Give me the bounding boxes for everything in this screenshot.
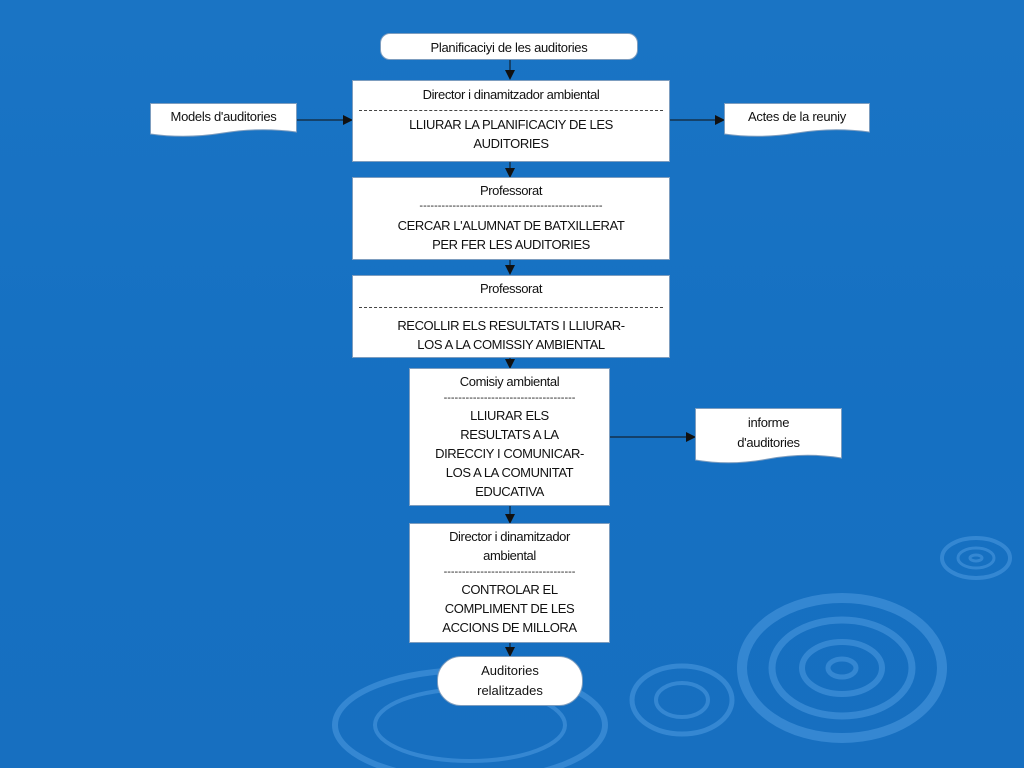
- document-label: Models d'auditories: [170, 109, 277, 124]
- step-action: CONTROLAR EL COMPLIMENT DE LES ACCIONS D…: [442, 582, 577, 635]
- step-box-2: Professorat ----------------------------…: [352, 177, 670, 260]
- step-action: LLIURAR ELS RESULTATS A LA DIRECCIY I CO…: [435, 408, 584, 499]
- step-divider: ----------------------------------------…: [419, 201, 603, 212]
- start-label: Planificaciyi de les auditories: [430, 40, 588, 55]
- step-divider: ------------------------------------: [443, 567, 576, 578]
- step-role: Comisiy ambiental: [459, 374, 560, 389]
- end-node: Auditories relalitzades: [437, 656, 583, 706]
- start-node: Planificaciyi de les auditories: [380, 33, 638, 60]
- step-divider: ------------------------------------: [443, 393, 576, 404]
- document-shape: [695, 408, 842, 464]
- step-action: CERCAR L'ALUMNAT DE BATXILLERAT PER FER …: [397, 218, 625, 252]
- document-actes-reunio: Actes de la reuniy: [724, 103, 870, 137]
- step-role: Director i dinamitzador ambiental: [422, 87, 600, 102]
- step-role: Professorat: [479, 281, 543, 296]
- document-label: Actes de la reuniy: [748, 109, 846, 124]
- step-divider: [359, 307, 663, 308]
- step-box-1: Director i dinamitzador ambiental LLIURA…: [352, 80, 670, 162]
- step-box-3: Professorat RECOLLIR ELS RESULTATS I LLI…: [352, 275, 670, 358]
- document-informe-auditories: informe d'auditories: [695, 408, 842, 466]
- document-shape: [150, 103, 297, 137]
- step-action: LLIURAR LA PLANIFICACIY DE LES AUDITORIE…: [409, 117, 613, 151]
- step-divider: [359, 110, 663, 111]
- step-box-5: Director i dinamitzador ambiental ------…: [409, 523, 610, 643]
- step-role: Director i dinamitzador ambiental: [449, 529, 570, 563]
- step-box-4: Comisiy ambiental ----------------------…: [409, 368, 610, 506]
- step-role: Professorat: [479, 183, 543, 198]
- document-label: informe d'auditories: [737, 415, 800, 450]
- step-action: RECOLLIR ELS RESULTATS I LLIURAR- LOS A …: [397, 318, 625, 352]
- document-shape: [724, 103, 870, 137]
- document-models-auditories: Models d'auditories: [150, 103, 297, 137]
